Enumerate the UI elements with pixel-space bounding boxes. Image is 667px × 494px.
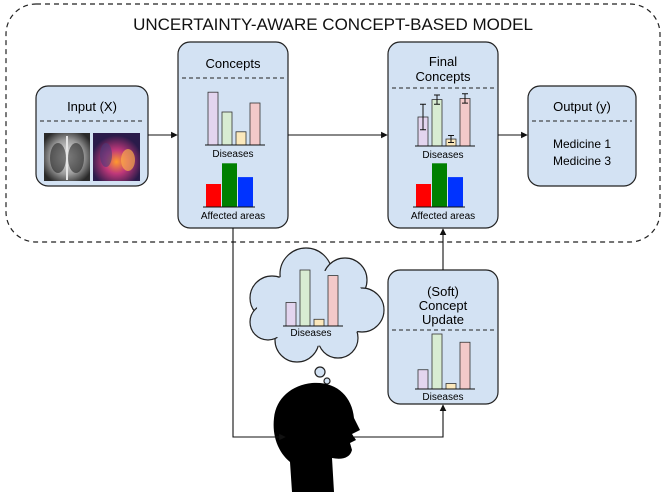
final-affected-areas-bar-red bbox=[416, 184, 431, 207]
update-title-line3: Update bbox=[422, 312, 464, 327]
concepts-disease-chart bbox=[205, 91, 265, 146]
output-box: Output (y) Medicine 1 Medicine 3 bbox=[527, 85, 637, 187]
update-title-line2: Concept bbox=[419, 298, 468, 313]
final-concepts-box: Final Concepts Diseases Affected areas bbox=[387, 41, 499, 229]
concepts-diseases-bar-4 bbox=[249, 102, 261, 146]
chest-xray-image bbox=[44, 133, 90, 181]
thought-diseases-bar-2 bbox=[299, 269, 311, 327]
output-line2: Medicine 3 bbox=[553, 154, 611, 168]
final-area-chart bbox=[413, 163, 465, 208]
concepts-diseases-bar-1 bbox=[207, 91, 219, 146]
thought-diseases-bar-4 bbox=[327, 275, 339, 327]
final-title-line2: Concepts bbox=[416, 69, 471, 84]
final-disease-label: Diseases bbox=[422, 150, 463, 161]
final-diseases-bar-2 bbox=[431, 99, 443, 147]
update-diseases-bar-3 bbox=[445, 383, 457, 390]
arrows bbox=[148, 131, 528, 441]
update-title-line1: (Soft) bbox=[427, 284, 459, 299]
final-affected-areas-bar-green bbox=[432, 163, 447, 207]
model-title: UNCERTAINTY-AWARE CONCEPT-BASED MODEL bbox=[133, 15, 533, 34]
final-disease-chart bbox=[415, 93, 475, 147]
update-diseases-bar-2 bbox=[431, 333, 443, 390]
concepts-area-label: Affected areas bbox=[201, 211, 265, 222]
concepts-diseases-bar-2 bbox=[221, 111, 233, 146]
arrow-human-to-update bbox=[354, 404, 447, 438]
update-diseases-bar-1 bbox=[417, 369, 429, 390]
thought-disease-label: Diseases bbox=[290, 328, 331, 339]
concepts-diseases-bar-3 bbox=[235, 131, 247, 146]
model-frame bbox=[5, 3, 661, 243]
final-diseases-errorbar-2 bbox=[434, 94, 440, 105]
human-head-silhouette-icon bbox=[273, 382, 360, 492]
final-diseases-errorbar-4 bbox=[462, 93, 468, 104]
concept-update-box: (Soft) Concept Update Diseases bbox=[387, 269, 499, 405]
output-line1: Medicine 1 bbox=[553, 137, 611, 151]
input-box: Input (X) bbox=[35, 85, 149, 187]
thought-diseases-bar-3 bbox=[313, 318, 325, 327]
concepts-area-chart bbox=[203, 163, 255, 208]
update-disease-chart bbox=[415, 333, 475, 390]
arrow-concepts-to-human bbox=[232, 228, 286, 441]
concepts-disease-label: Diseases bbox=[212, 149, 253, 160]
concepts-affected-areas-bar-red bbox=[206, 184, 221, 207]
output-title: Output (y) bbox=[553, 99, 611, 114]
concepts-box: Concepts Diseases Affected areas bbox=[177, 41, 289, 229]
update-diseases-bar-4 bbox=[459, 341, 471, 390]
concepts-title: Concepts bbox=[206, 56, 261, 71]
thought-disease-chart bbox=[283, 269, 343, 327]
input-title: Input (X) bbox=[67, 99, 117, 114]
concepts-affected-areas-bar-blue bbox=[238, 177, 253, 207]
final-diseases-errorbar-1 bbox=[420, 103, 426, 131]
thought-cloud-icon: Diseases bbox=[249, 247, 385, 385]
final-area-label: Affected areas bbox=[411, 211, 475, 222]
final-affected-areas-bar-blue bbox=[448, 177, 463, 207]
final-diseases-bar-4 bbox=[459, 98, 471, 147]
update-disease-label: Diseases bbox=[422, 392, 463, 403]
final-diseases-errorbar-3 bbox=[448, 135, 454, 144]
xray-heatmap-image bbox=[93, 133, 140, 181]
concepts-affected-areas-bar-green bbox=[222, 163, 237, 207]
final-title-line1: Final bbox=[429, 54, 457, 69]
thought-diseases-bar-1 bbox=[285, 302, 297, 327]
